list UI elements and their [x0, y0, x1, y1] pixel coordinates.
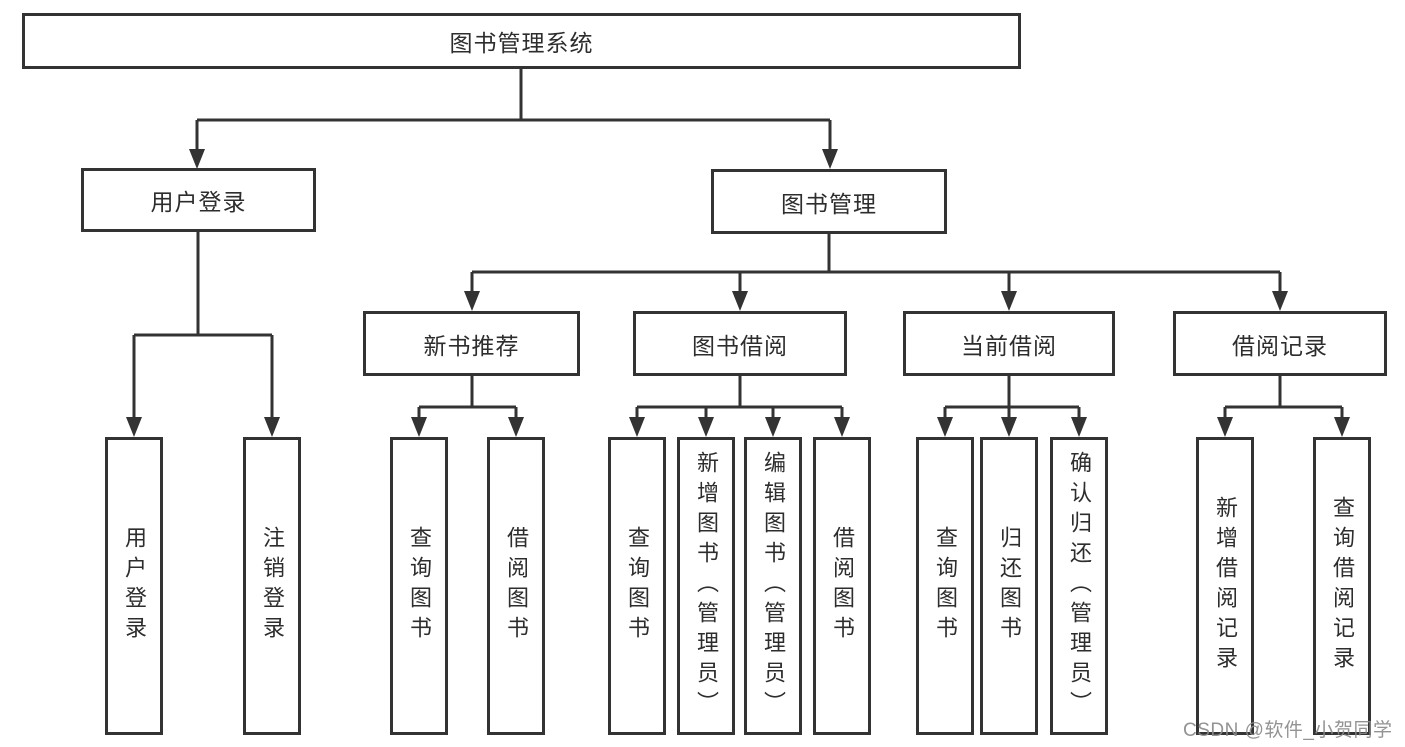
arrowhead-icons	[126, 149, 1350, 437]
leaf-records-query-record-label: 查询借阅记录	[1330, 496, 1355, 676]
leaf-records-add-record: 新增借阅记录	[1196, 437, 1254, 735]
section-new-book-recommend-label: 新书推荐	[423, 332, 520, 359]
branch-book-management: 图书管理	[711, 169, 947, 234]
section-current-borrow-label: 当前借阅	[961, 332, 1057, 359]
section-book-borrow: 图书借阅	[633, 311, 847, 376]
leaf-borrow-query-books-label: 查询图书	[625, 526, 650, 646]
leaf-logout-label: 注销登录	[260, 526, 285, 646]
section-borrow-records: 借阅记录	[1173, 311, 1387, 376]
leaf-user-login-label: 用户登录	[122, 526, 147, 646]
leaf-newbook-query-books: 查询图书	[390, 437, 448, 735]
node-root-system: 图书管理系统	[22, 13, 1021, 69]
section-new-book-recommend: 新书推荐	[363, 311, 580, 376]
branch-user-login: 用户登录	[81, 168, 316, 232]
leaf-borrow-add-books-admin: 新增图书（管理员）	[677, 437, 735, 735]
leaf-current-return-books-label: 归还图书	[997, 526, 1022, 646]
leaf-current-confirm-return-admin: 确认归还（管理员）	[1050, 437, 1108, 735]
leaf-current-confirm-return-admin-label: 确认归还（管理员）	[1067, 451, 1092, 721]
leaf-borrow-borrow-books: 借阅图书	[813, 437, 871, 735]
leaf-borrow-query-books: 查询图书	[608, 437, 666, 735]
leaf-borrow-add-books-admin-label: 新增图书（管理员）	[694, 451, 719, 721]
leaf-newbook-borrow-books-label: 借阅图书	[504, 526, 529, 646]
section-borrow-records-label: 借阅记录	[1232, 332, 1328, 359]
leaf-records-add-record-label: 新增借阅记录	[1213, 496, 1238, 676]
leaf-borrow-borrow-books-label: 借阅图书	[830, 526, 855, 646]
leaf-user-login: 用户登录	[105, 437, 163, 735]
branch-user-login-label: 用户登录	[150, 189, 247, 215]
leaf-newbook-query-books-label: 查询图书	[407, 526, 432, 646]
leaf-current-return-books: 归还图书	[980, 437, 1038, 735]
leaf-records-query-record: 查询借阅记录	[1313, 437, 1371, 735]
node-root-label: 图书管理系统	[449, 30, 594, 56]
watermark: CSDN @软件_小贺同学	[1183, 720, 1393, 741]
leaf-logout: 注销登录	[243, 437, 301, 735]
section-book-borrow-label: 图书借阅	[692, 332, 788, 359]
leaf-current-query-books: 查询图书	[916, 437, 974, 735]
leaf-borrow-edit-books-admin-label: 编辑图书（管理员）	[761, 451, 786, 721]
leaf-newbook-borrow-books: 借阅图书	[487, 437, 545, 735]
leaf-borrow-edit-books-admin: 编辑图书（管理员）	[744, 437, 802, 735]
leaf-current-query-books-label: 查询图书	[933, 526, 958, 646]
branch-book-management-label: 图书管理	[781, 190, 877, 217]
section-current-borrow: 当前借阅	[903, 311, 1115, 376]
